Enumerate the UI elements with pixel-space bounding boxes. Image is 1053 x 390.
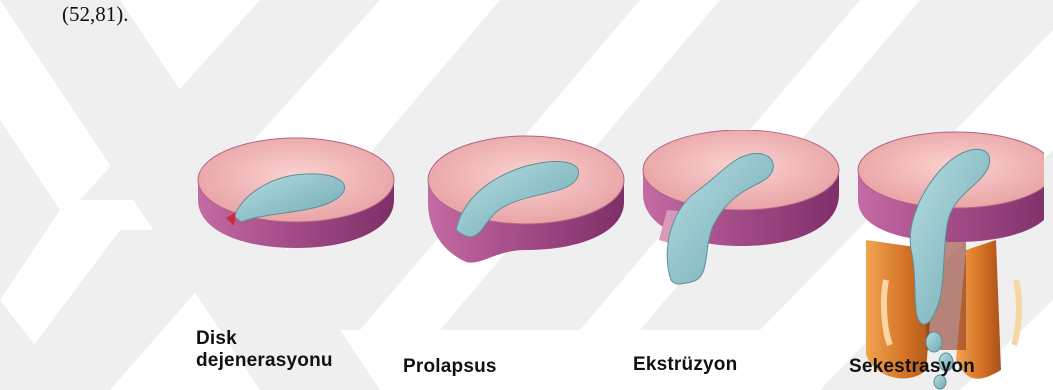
disc-prolapse-illustration <box>428 136 624 263</box>
label-disc-degeneration: Disk dejenerasyonu <box>196 328 333 372</box>
label-sequestration: Sekestrasyon <box>849 356 975 378</box>
label-disc-degeneration-line2: dejenerasyonu <box>196 350 333 372</box>
label-prolapse: Prolapsus <box>403 356 497 378</box>
disc-sequestration-illustration <box>858 132 1044 389</box>
disc-extrusion-illustration <box>643 130 839 284</box>
label-disc-degeneration-line1: Disk <box>196 328 333 350</box>
label-extrusion: Ekstrüzyon <box>633 354 737 376</box>
citation-reference: (52,81). <box>62 2 129 26</box>
disc-degeneration-illustration <box>198 138 394 248</box>
disc-herniation-figure: Disk dejenerasyonu Prolapsus Ekstrüzyon … <box>196 130 1044 390</box>
